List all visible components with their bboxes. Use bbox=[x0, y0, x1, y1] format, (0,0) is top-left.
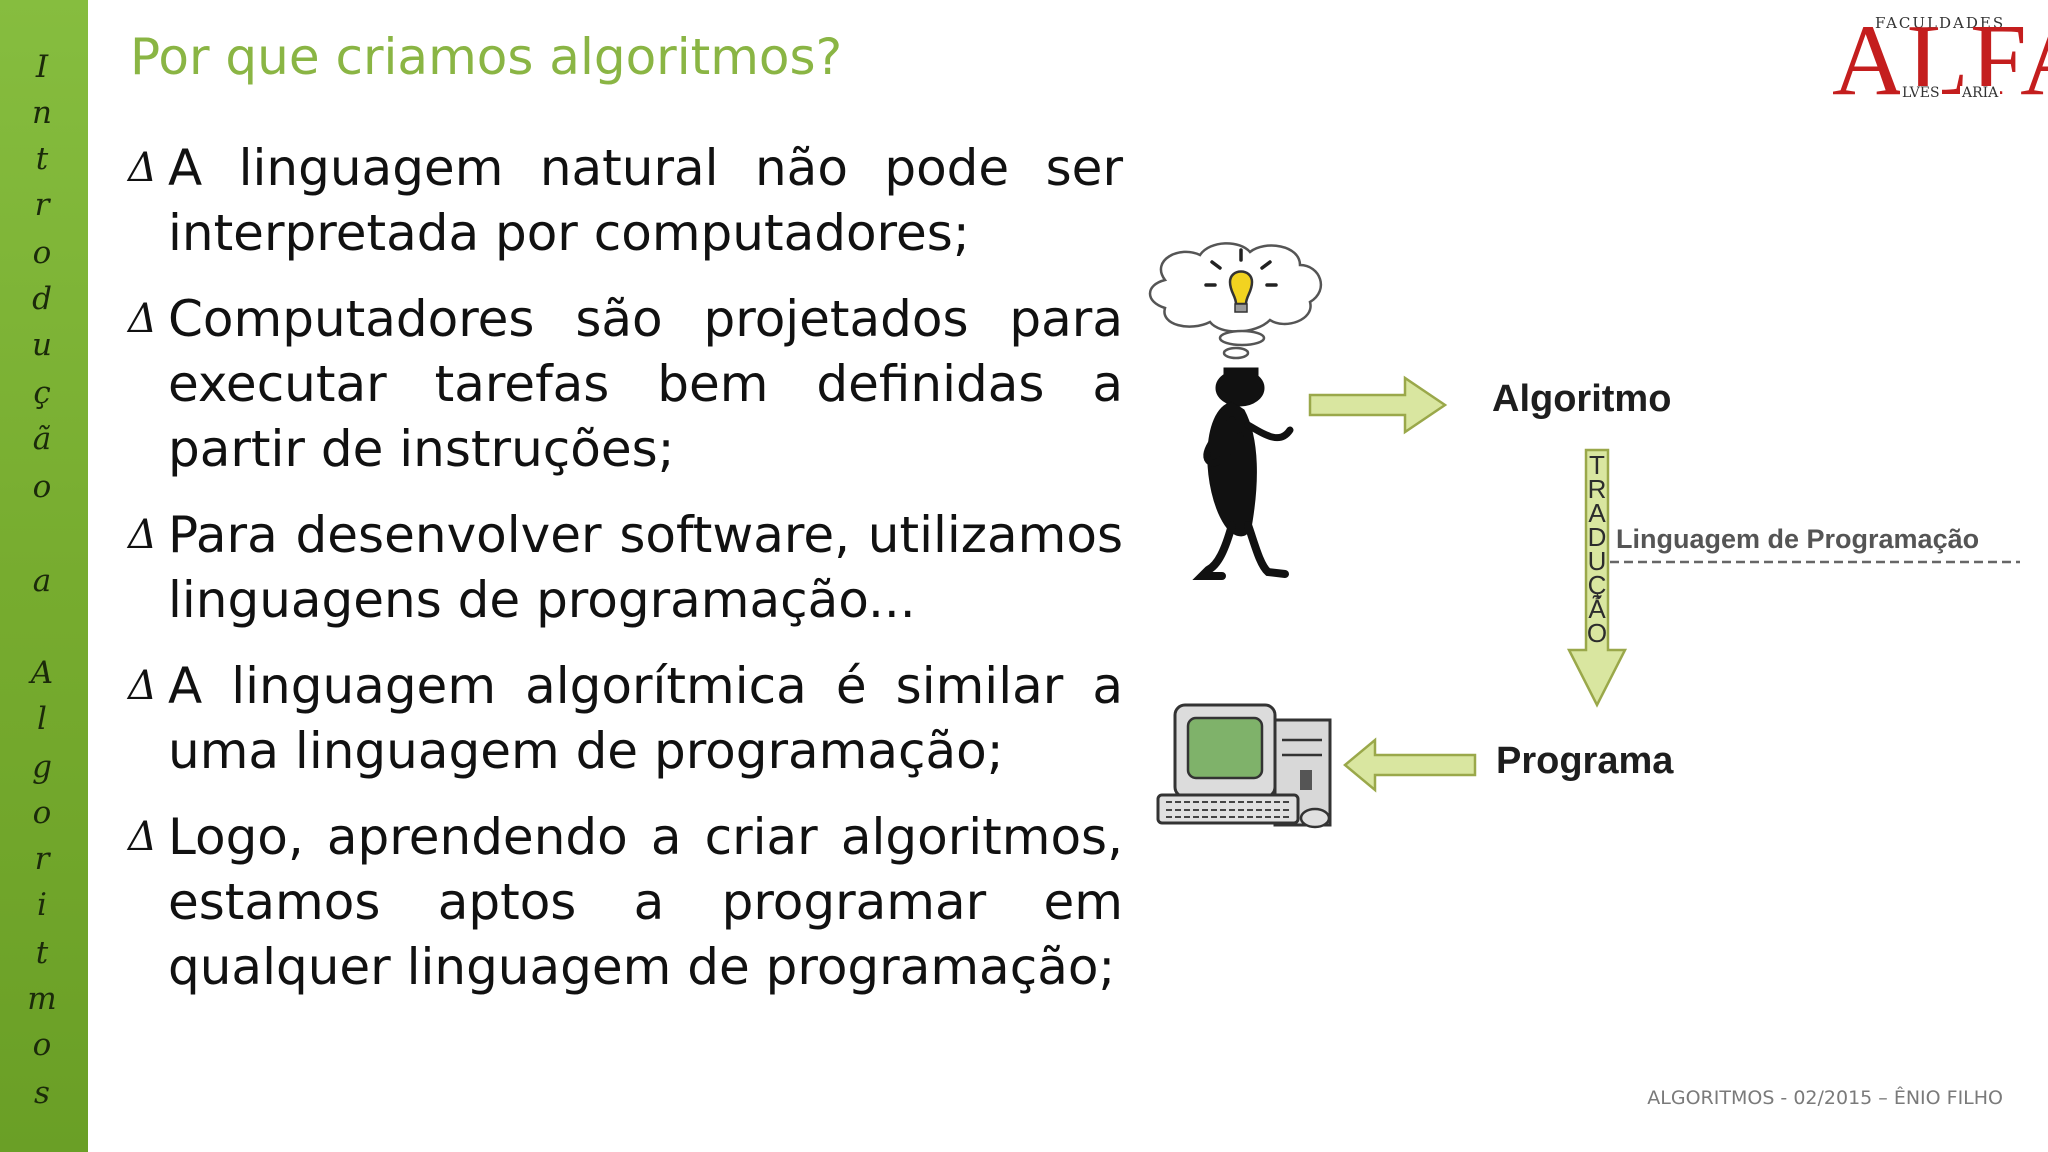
bullet-icon: Δ bbox=[128, 296, 157, 342]
sidebar-letter: o bbox=[32, 795, 52, 831]
bullet-item: Δ A linguagem algorítmica é similar a um… bbox=[128, 654, 1123, 784]
slide-title: Por que criamos algoritmos? bbox=[130, 28, 843, 86]
bullet-icon: Δ bbox=[128, 663, 157, 709]
bullet-text: Para desenvolver software, utilizamos li… bbox=[168, 506, 1123, 629]
bullet-text: A linguagem natural não pode ser interpr… bbox=[168, 139, 1123, 262]
traducao-letter: A bbox=[1588, 498, 1606, 528]
sidebar-letter: r bbox=[34, 841, 50, 877]
sidebar-letter: ç bbox=[33, 375, 51, 411]
sidebar-letter: r bbox=[34, 187, 50, 223]
traducao-letter: U bbox=[1587, 546, 1607, 576]
bullet-text: Computadores são projetados para executa… bbox=[168, 290, 1123, 478]
bullet-item: Δ A linguagem natural não pode ser inter… bbox=[128, 136, 1123, 266]
bullet-icon: Δ bbox=[128, 814, 157, 860]
bullet-item: Δ Para desenvolver software, utilizamos … bbox=[128, 503, 1123, 633]
arrow-down-icon bbox=[1566, 448, 1628, 708]
traducao-letter: O bbox=[1586, 618, 1608, 648]
sidebar-letter: g bbox=[32, 749, 52, 785]
sidebar-letter: o bbox=[32, 1027, 52, 1063]
sidebar-letter: i bbox=[37, 887, 47, 923]
sidebar-letter: d bbox=[32, 281, 52, 317]
bullet-item: Δ Computadores são projetados para execu… bbox=[128, 287, 1123, 482]
bullet-text: A linguagem algorítmica é similar a uma … bbox=[168, 657, 1123, 780]
sidebar-letter: n bbox=[32, 95, 52, 131]
computer-icon bbox=[1156, 703, 1332, 829]
sidebar-letter: m bbox=[27, 981, 57, 1017]
traducao-letter: R bbox=[1587, 474, 1607, 504]
algoritmo-label: Algoritmo bbox=[1492, 378, 1672, 420]
sidebar-letter: o bbox=[32, 469, 52, 505]
sidebar-letter: t bbox=[35, 141, 49, 177]
bullet-icon: Δ bbox=[128, 512, 157, 558]
thinking-person-icon bbox=[1192, 367, 1294, 580]
traducao-letter: D bbox=[1587, 522, 1607, 552]
traducao-letter: Ç bbox=[1587, 570, 1607, 600]
bullet-item: Δ Logo, aprendendo a criar algoritmos, e… bbox=[128, 805, 1123, 1000]
logo-right-sub: ARIA bbox=[1960, 85, 2001, 101]
sidebar-letter: ã bbox=[32, 421, 52, 457]
logo-left-sub: LVES bbox=[1900, 85, 1942, 101]
arrow-left-icon bbox=[1343, 737, 1477, 793]
sidebar-letter: u bbox=[32, 327, 52, 363]
traducao-letter: Ã bbox=[1588, 594, 1606, 624]
linguagem-label: Linguagem de Programação bbox=[1616, 524, 1980, 554]
sidebar-letter: a bbox=[32, 563, 52, 599]
sidebar-letter: s bbox=[34, 1075, 50, 1111]
bullet-text: Logo, aprendendo a criar algoritmos, est… bbox=[168, 808, 1123, 996]
diagram-graphics bbox=[1148, 242, 2020, 829]
traducao-letter: T bbox=[1589, 450, 1605, 480]
bullet-list: Δ A linguagem natural não pode ser inter… bbox=[128, 136, 1123, 1021]
sidebar-letter: A bbox=[30, 655, 54, 691]
sidebar-letter: I bbox=[35, 49, 49, 85]
slide-footer: ALGORITMOS - 02/2015 – ÊNIO FILHO bbox=[1647, 1087, 2003, 1109]
sidebar-letter: o bbox=[32, 235, 52, 271]
bullet-icon: Δ bbox=[128, 145, 157, 191]
sidebar-letter: l bbox=[37, 701, 47, 737]
logo-top-text: FACULDADES bbox=[1875, 14, 2006, 32]
programa-label: Programa bbox=[1496, 740, 1674, 782]
sidebar: I n t r o d u ç ã o a A l g o r i t m o … bbox=[0, 0, 88, 1152]
sidebar-letter: t bbox=[35, 935, 49, 971]
arrow-right-icon bbox=[1308, 375, 1448, 435]
lightbulb-icon bbox=[1204, 248, 1278, 313]
